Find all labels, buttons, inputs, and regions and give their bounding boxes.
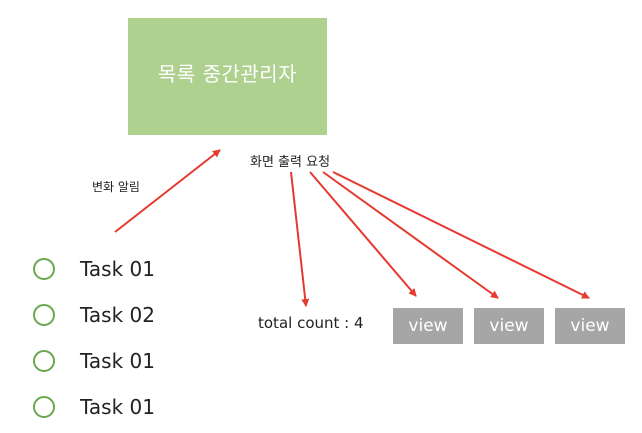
task-item[interactable]: Task 01	[33, 246, 155, 292]
task-label: Task 01	[80, 257, 155, 281]
task-item[interactable]: Task 01	[33, 384, 155, 430]
total-count-label: total count : 4	[258, 314, 364, 332]
task-circle-icon[interactable]	[33, 304, 55, 326]
list-manager-box: 목록 중간관리자	[128, 18, 327, 135]
task-label: Task 02	[80, 303, 155, 327]
render-request-label: 화면 출력 요청	[250, 155, 331, 170]
list-manager-label: 목록 중간관리자	[157, 62, 298, 86]
view-2-arrow	[322, 171, 499, 299]
task-circle-icon[interactable]	[33, 350, 55, 372]
view-button-1[interactable]: view	[393, 308, 463, 344]
task-label: Task 01	[80, 395, 155, 419]
task-item[interactable]: Task 01	[33, 338, 155, 384]
task-label: Task 01	[80, 349, 155, 373]
task-circle-icon[interactable]	[33, 258, 55, 280]
task-circle-icon[interactable]	[33, 396, 55, 418]
total-count-arrow	[290, 171, 310, 307]
change-notice-label: 변화 알림	[92, 180, 140, 194]
view-button-2[interactable]: view	[474, 308, 544, 344]
view-button-3[interactable]: view	[555, 308, 625, 344]
task-item[interactable]: Task 02	[33, 292, 155, 338]
view-3-arrow	[332, 171, 590, 299]
task-list: Task 01 Task 02 Task 01 Task 01	[33, 246, 155, 430]
view-1-arrow	[309, 171, 417, 297]
